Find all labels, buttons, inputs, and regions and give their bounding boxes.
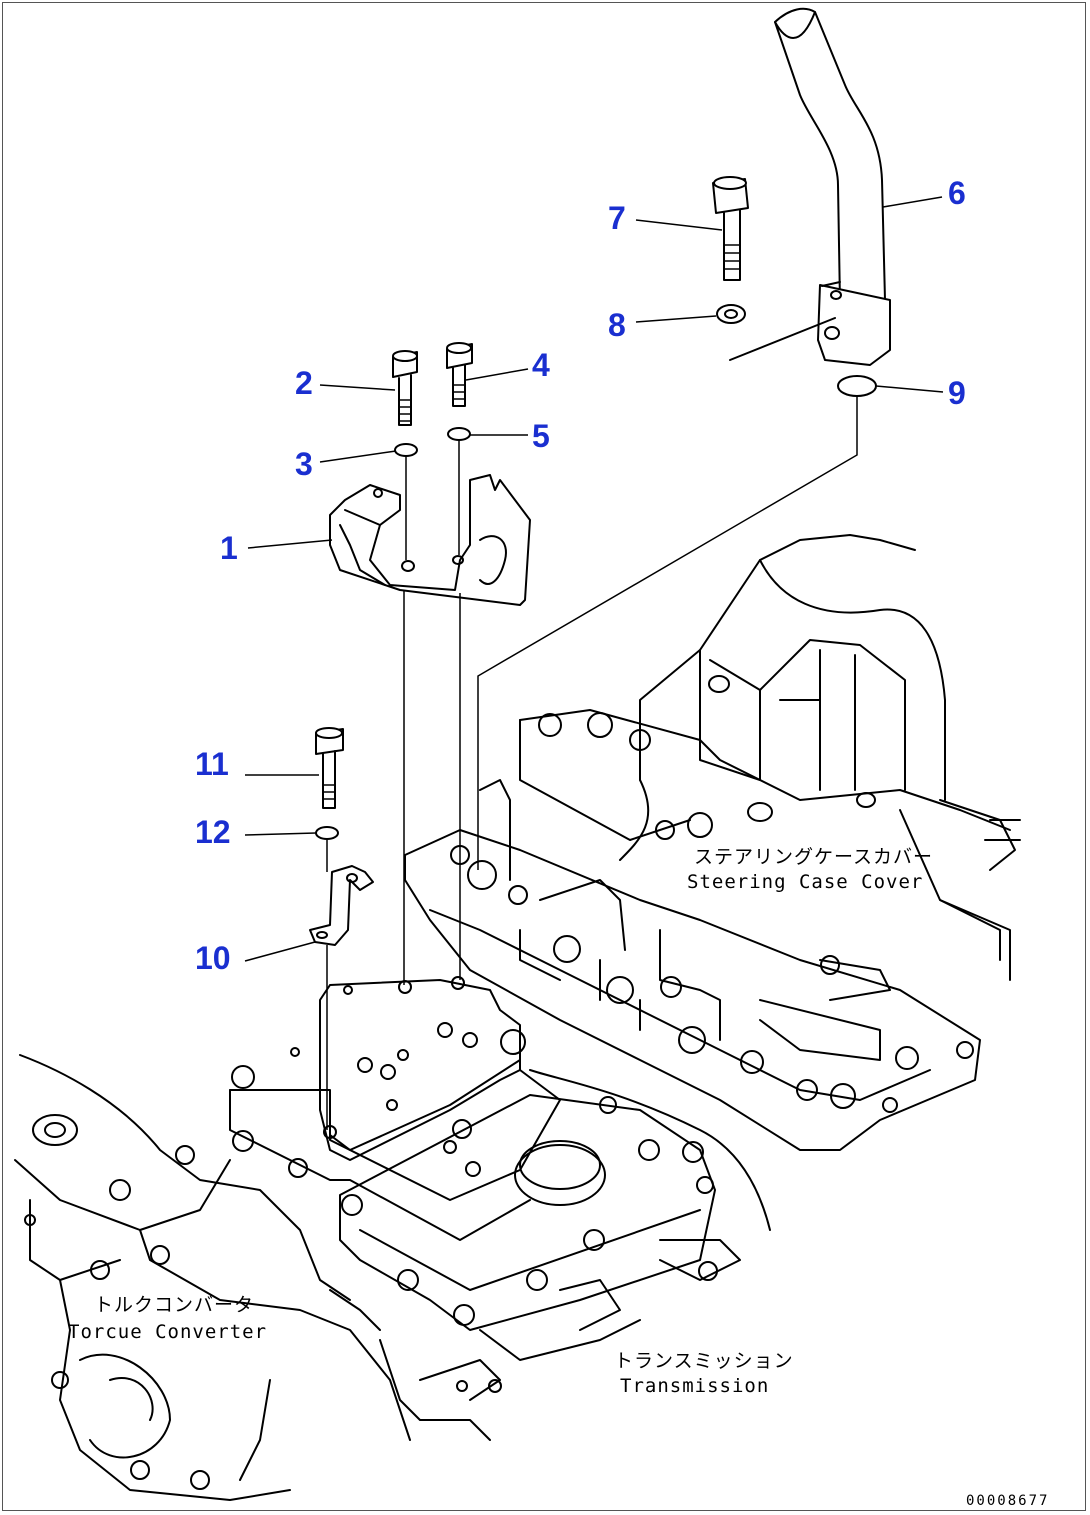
callout-7: 7 bbox=[608, 200, 626, 236]
callout-8: 8 bbox=[608, 307, 626, 343]
part-11-bolt bbox=[315, 727, 344, 809]
part-1-bracket bbox=[329, 474, 531, 606]
callout-10: 10 bbox=[195, 940, 231, 976]
torque-converter-label-en: Torcue Converter bbox=[68, 1321, 268, 1343]
part-8-washer bbox=[716, 304, 746, 324]
callout-9: 9 bbox=[948, 375, 966, 411]
part-9-o-ring bbox=[837, 375, 877, 397]
callout-6: 6 bbox=[948, 175, 966, 211]
part-5-washer bbox=[447, 427, 471, 441]
assembly-lines bbox=[326, 396, 858, 1130]
callout-5: 5 bbox=[532, 418, 550, 454]
transmission-valve-body-drawing bbox=[229, 976, 771, 1393]
steering-case-cover-label-jp: ステアリングケースカバー bbox=[694, 846, 934, 868]
callout-1: 1 bbox=[220, 530, 238, 566]
steering-case-cover-drawing bbox=[404, 534, 1021, 1151]
callout-2: 2 bbox=[295, 365, 313, 401]
part-3-washer bbox=[394, 443, 418, 457]
torque-converter-drawing bbox=[14, 1054, 501, 1501]
part-12-washer bbox=[315, 826, 339, 840]
callout-4: 4 bbox=[532, 347, 550, 383]
callout-3: 3 bbox=[295, 446, 313, 482]
callout-12: 12 bbox=[195, 814, 231, 850]
transmission-label-jp: トランスミッション bbox=[614, 1350, 794, 1372]
document-id: 00008677 bbox=[966, 1493, 1050, 1509]
torque-converter-label-jp: トルクコンバータ bbox=[94, 1294, 255, 1316]
part-7-bolt bbox=[712, 176, 749, 281]
part-6-tube bbox=[729, 7, 891, 366]
part-2-bolt bbox=[392, 350, 418, 426]
part-10-clip bbox=[309, 865, 374, 946]
transmission-label-en: Transmission bbox=[620, 1375, 770, 1397]
part-4-bolt bbox=[446, 342, 473, 407]
steering-case-cover-label-en: Steering Case Cover bbox=[687, 871, 924, 893]
callout-11: 11 bbox=[195, 746, 229, 782]
leader-lines bbox=[244, 196, 944, 962]
